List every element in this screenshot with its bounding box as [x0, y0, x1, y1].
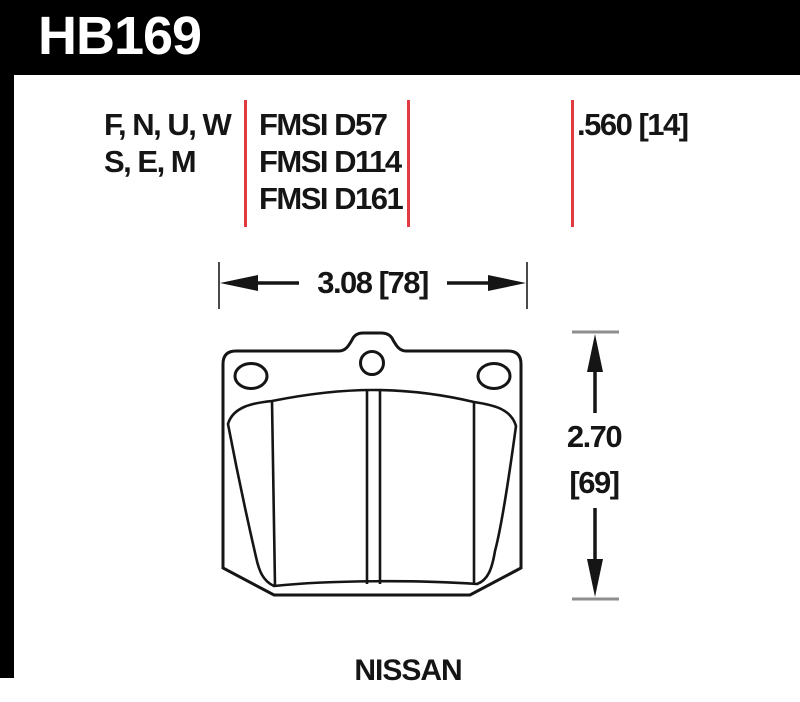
- height-dimension-label-mm: [69]: [569, 465, 620, 500]
- header-bar: HB169: [0, 0, 800, 75]
- backing-plate-outline: [221, 331, 523, 597]
- arrow-left-icon: [220, 275, 258, 291]
- center-tab-hole: [359, 350, 385, 376]
- compound-codes-line-2: S, E, M: [104, 144, 197, 179]
- brake-pad-drawing: [218, 262, 619, 601]
- arrow-down-icon: [587, 559, 603, 597]
- column-divider-2: [407, 100, 410, 227]
- pad-thickness-label: .560 [14]: [577, 107, 689, 142]
- left-border-strip: [0, 0, 14, 678]
- height-dimension-label-inches: 2.70: [566, 419, 623, 454]
- width-dimension-label: 3.08 [78]: [317, 265, 429, 300]
- fmsi-number-1: FMSI D57: [259, 107, 388, 142]
- arrow-up-icon: [587, 334, 603, 372]
- column-divider-1: [244, 100, 247, 227]
- left-chamfer-line: [270, 400, 277, 587]
- fmsi-number-2: FMSI D114: [259, 144, 402, 179]
- vehicle-make-label: NISSAN: [354, 654, 462, 687]
- part-number: HB169: [38, 6, 202, 66]
- compound-codes-line-1: F, N, U, W: [104, 107, 232, 142]
- right-ear-hole: [476, 362, 512, 390]
- column-divider-3: [571, 100, 574, 227]
- friction-pad-outline: [226, 388, 518, 588]
- left-ear-hole: [233, 362, 269, 390]
- arrow-right-icon: [488, 275, 526, 291]
- fmsi-number-3: FMSI D161: [259, 181, 404, 216]
